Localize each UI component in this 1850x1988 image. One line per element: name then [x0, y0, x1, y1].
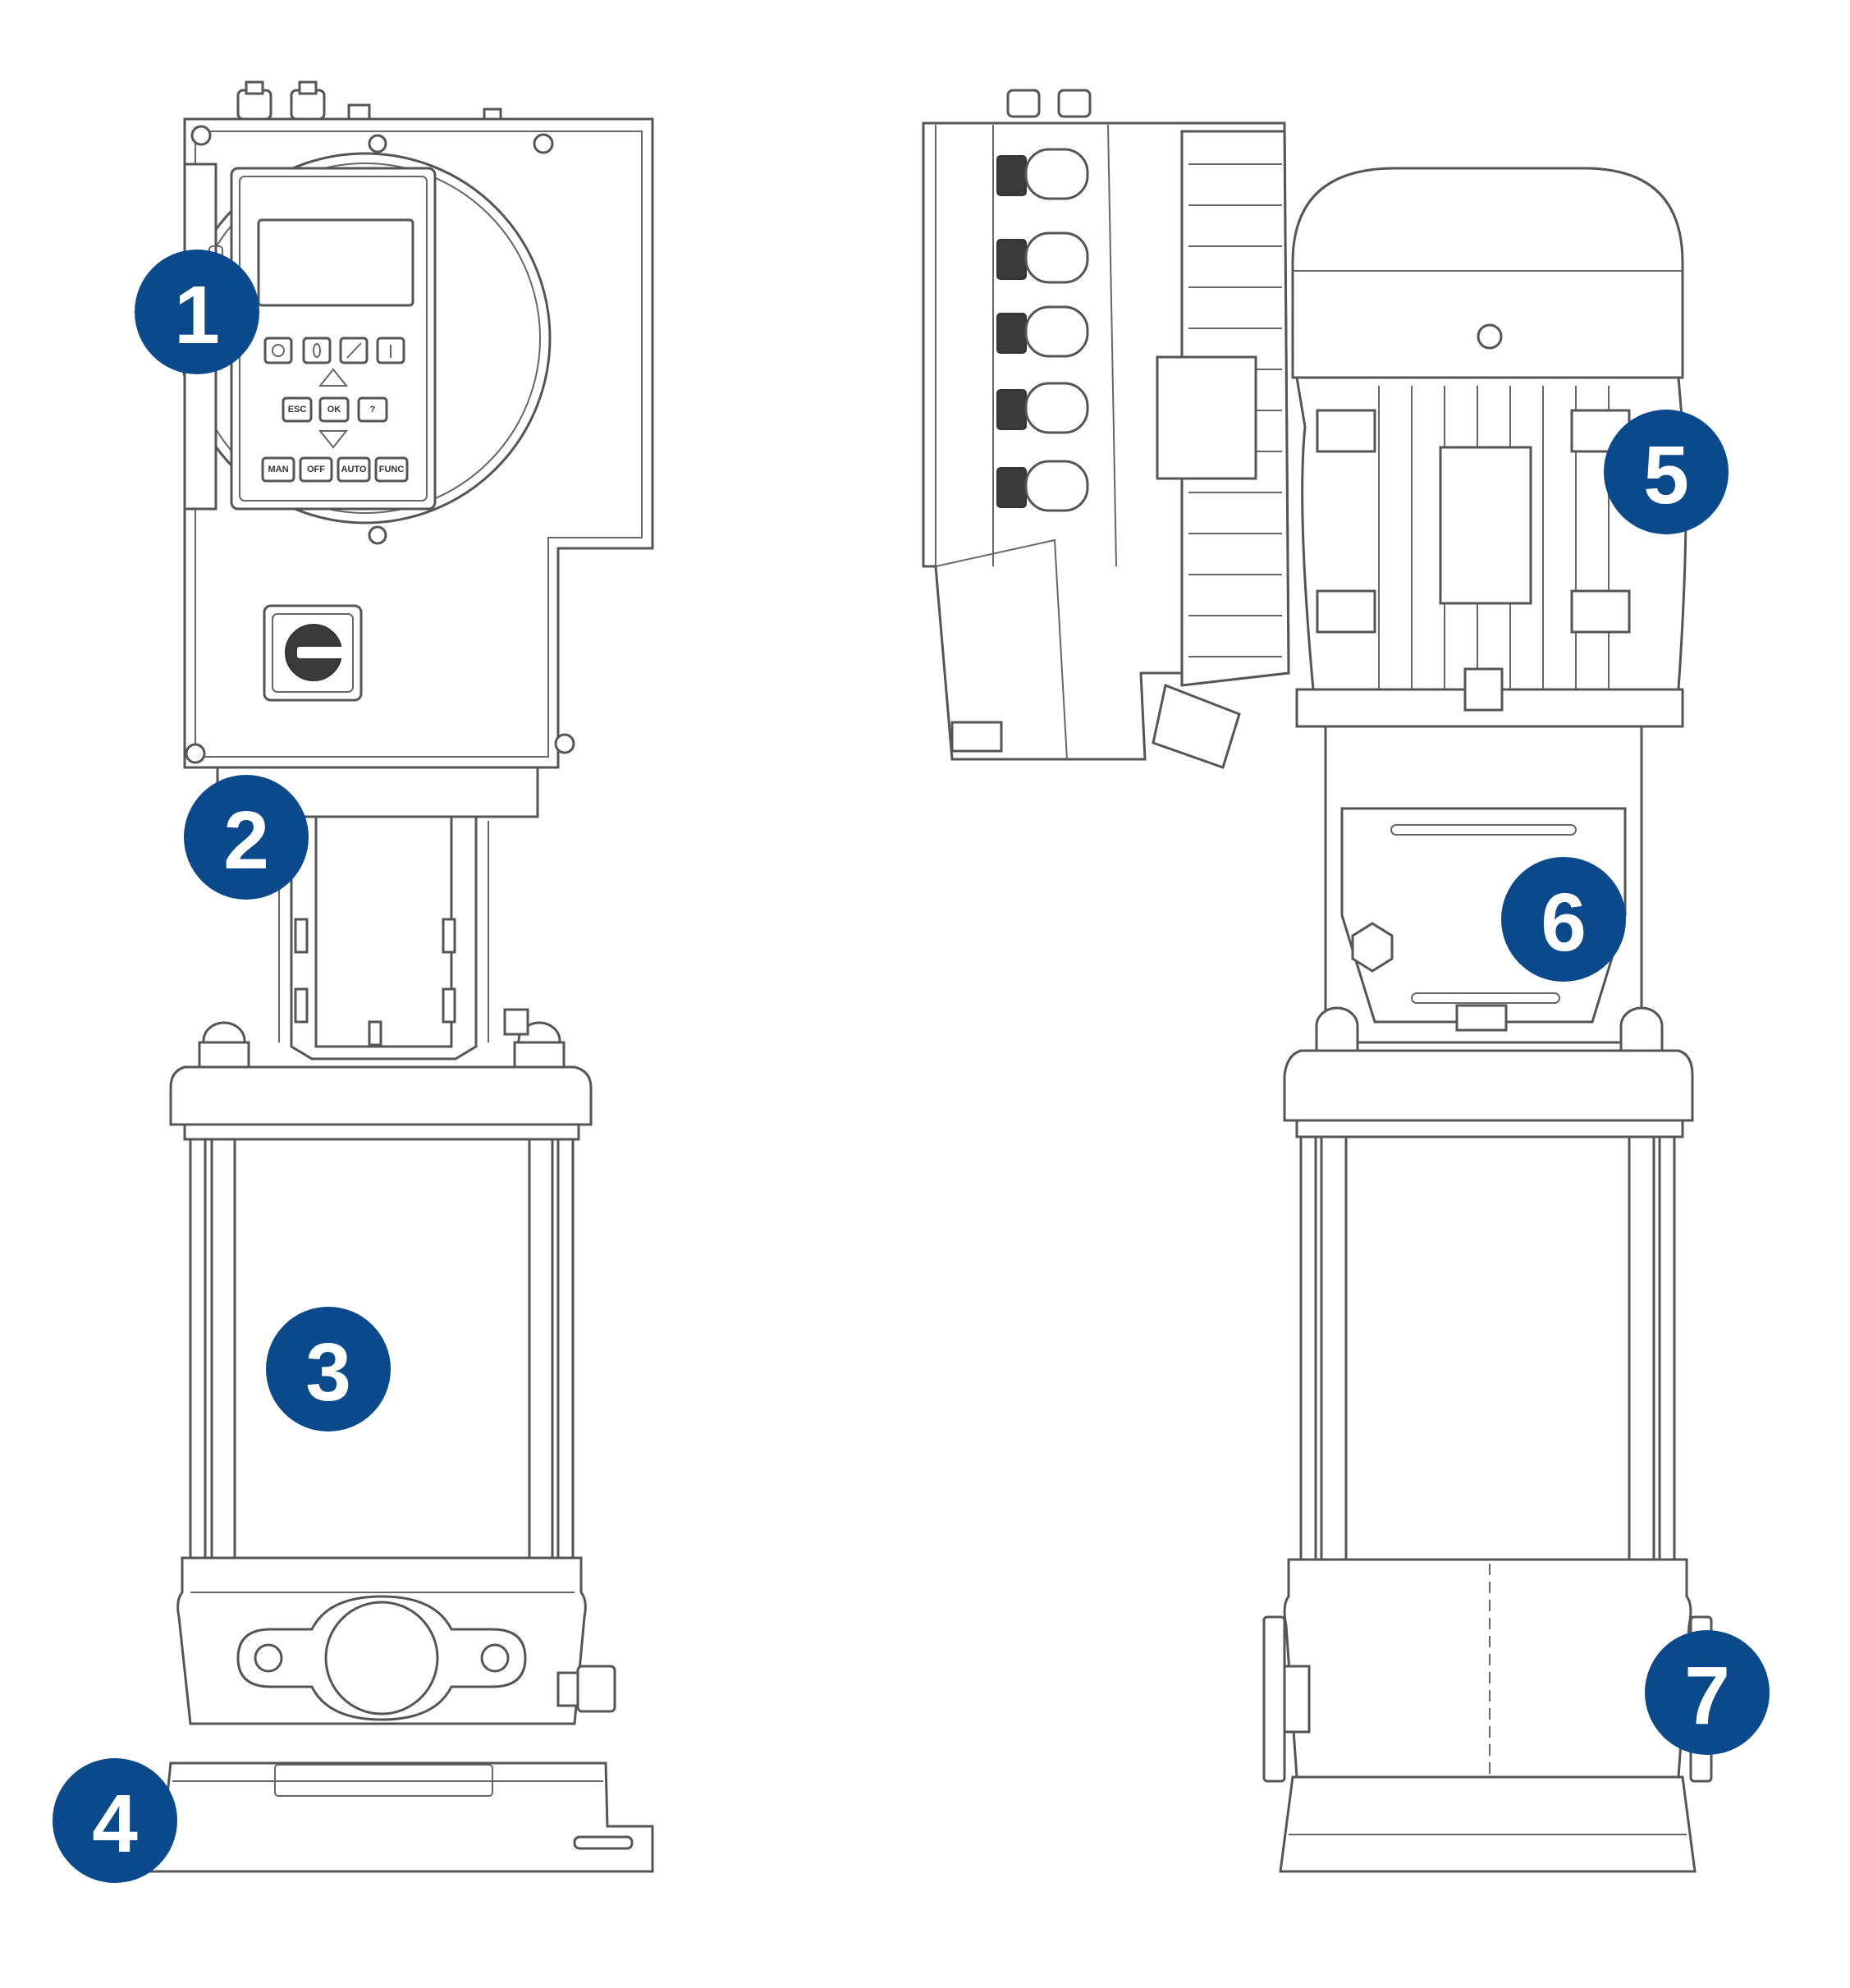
main-switch-icon [263, 604, 363, 702]
callout-badge-label: 1 [174, 269, 220, 361]
mode-keys: MAN OFF AUTO FUNC [261, 456, 409, 483]
wrench-icon [346, 342, 362, 359]
off-button [299, 456, 333, 483]
help-label: ? [370, 405, 376, 415]
callout-badge-4: 4 [53, 1758, 177, 1883]
power-icon [272, 344, 285, 357]
callout-badge-label: 5 [1643, 429, 1689, 521]
top-cable-glands [236, 80, 502, 122]
callout-badge-circle [1501, 857, 1626, 982]
callout-badge-1: 1 [135, 250, 259, 374]
callout-badge-circle [184, 775, 309, 900]
callout-badge-label: 3 [305, 1326, 351, 1418]
auto-button [337, 456, 371, 483]
motor-fan-cover [1291, 167, 1684, 379]
callout-badge-circle [1645, 1630, 1770, 1755]
callout-badge-label: 6 [1541, 877, 1587, 969]
drop-icon [313, 343, 321, 358]
callout-badge-circle [135, 250, 259, 374]
side-pump-head [1283, 1049, 1694, 1122]
side-base-plate [1279, 1775, 1697, 1873]
pump-head [169, 1065, 593, 1126]
callout-badge-circle [1604, 410, 1729, 534]
esc-label: ESC [288, 405, 307, 415]
esc-button [282, 396, 313, 423]
func-label: FUNC [379, 465, 405, 474]
callout-badge-7: 7 [1645, 1630, 1770, 1755]
side-pump-base-casing [1283, 1558, 1692, 1779]
callout-badge-3: 3 [266, 1307, 391, 1431]
power-button [263, 337, 293, 364]
man-label: MAN [268, 465, 288, 474]
front-view: ESC OK ? MAN OFF AUTO FUNC [101, 80, 654, 1873]
off-label: OFF [307, 465, 325, 474]
callout-badge-2: 2 [184, 775, 309, 900]
inlet-flange [236, 1595, 527, 1721]
side-flange-left [1262, 1615, 1286, 1783]
callout-badge-circle [53, 1758, 177, 1883]
help-button [357, 396, 388, 423]
side-cable-glands [996, 148, 1089, 512]
ok-label: OK [327, 405, 341, 415]
up-arrow-icon [318, 368, 349, 387]
callout-badge-label: 2 [223, 795, 269, 886]
side-pump-sleeve [1344, 1135, 1631, 1561]
base-plate [101, 1761, 654, 1873]
func-button [374, 456, 409, 483]
callout-badge-label: 4 [92, 1778, 138, 1870]
callout-badge-circle [266, 1307, 391, 1431]
ok-button [318, 396, 350, 423]
callout-badges: 1 2 3 4 5 6 7 [53, 250, 1770, 1883]
man-button [261, 456, 295, 483]
callout-badge-6: 6 [1501, 857, 1626, 982]
drop-button [302, 337, 332, 364]
control-panel-display [257, 218, 414, 307]
callout-badge-5: 5 [1604, 410, 1729, 534]
callout-badge-label: 7 [1684, 1650, 1730, 1742]
auto-label: AUTO [341, 465, 367, 474]
down-arrow-icon [318, 430, 349, 449]
keypad-row-icons [263, 337, 405, 364]
side-view [922, 89, 1713, 1873]
